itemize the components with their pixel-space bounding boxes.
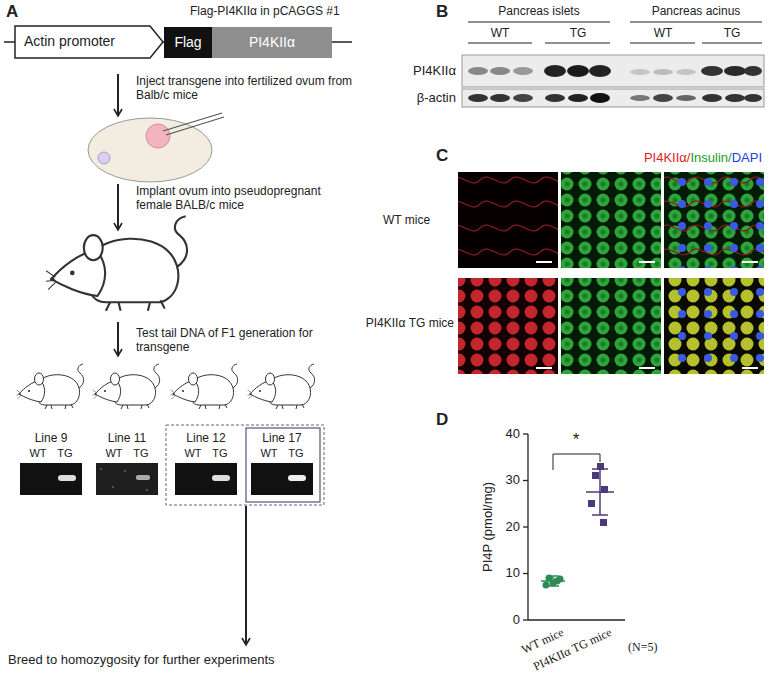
tick-label: 30 <box>506 472 520 488</box>
tick-label: 0 <box>513 612 520 628</box>
stain-label: Insulin/ <box>690 150 731 165</box>
lane-label: WT TG <box>29 447 72 460</box>
line-label: Line 17 <box>262 431 301 445</box>
stain-label: DAPI <box>732 150 762 165</box>
row-label: PI4KIIα TG mice <box>366 316 454 330</box>
axis-title: PI4P (pmol/mg) <box>480 482 496 572</box>
protein-label: PI4KIIα <box>413 63 456 79</box>
step-text: Inject transgene into fertilized ovum fr… <box>136 74 356 103</box>
line-label: Line 12 <box>186 431 225 445</box>
significance-star: * <box>573 430 580 450</box>
panel-letter: D <box>436 410 448 430</box>
construct-title: Flag-PI4KIIα in pCAGGS #1 <box>190 4 340 18</box>
sample-size: (N=5) <box>628 640 657 654</box>
panel-letter: A <box>6 2 18 22</box>
node-text: PI4KIIα <box>249 35 295 50</box>
line-label: Line 11 <box>108 431 146 445</box>
line-label: Line 9 <box>35 431 68 445</box>
stain-legend: PI4KIIα/Insulin/DAPI <box>644 148 762 166</box>
panel-letter: C <box>436 146 448 166</box>
tick-label: 40 <box>506 426 520 442</box>
group-label: WT <box>654 26 673 40</box>
step-text: Test tail DNA of F1 generation for trans… <box>136 326 356 355</box>
step-text: Implant ovum into pseudopregnant female … <box>136 184 356 213</box>
group-label: TG <box>724 26 741 40</box>
node-text: Flag <box>174 35 201 50</box>
promoter-arrow: Actin promoter <box>14 25 164 59</box>
group-label: TG <box>570 26 587 40</box>
tissue-label: Pancreas islets <box>498 4 579 18</box>
tick-label: 10 <box>506 565 520 581</box>
stain-label: PI4KIIα/ <box>644 150 691 165</box>
row-label: WT mice <box>383 213 430 227</box>
lane-label: WT TG <box>184 447 227 460</box>
lane-label: WT TG <box>260 447 303 460</box>
node-text: Actin promoter <box>24 34 115 49</box>
lane-label: WT TG <box>105 447 148 460</box>
group-label: WT <box>491 26 510 40</box>
tag-box: Flag <box>164 27 212 58</box>
tick-label: 20 <box>506 519 520 535</box>
protein-label: β-actin <box>417 90 456 106</box>
result-text: Breed to homozygosity for further experi… <box>8 652 275 668</box>
panel-letter: B <box>436 2 448 22</box>
gene-box: PI4KIIα <box>212 27 332 58</box>
tissue-label: Pancreas acinus <box>652 4 741 18</box>
